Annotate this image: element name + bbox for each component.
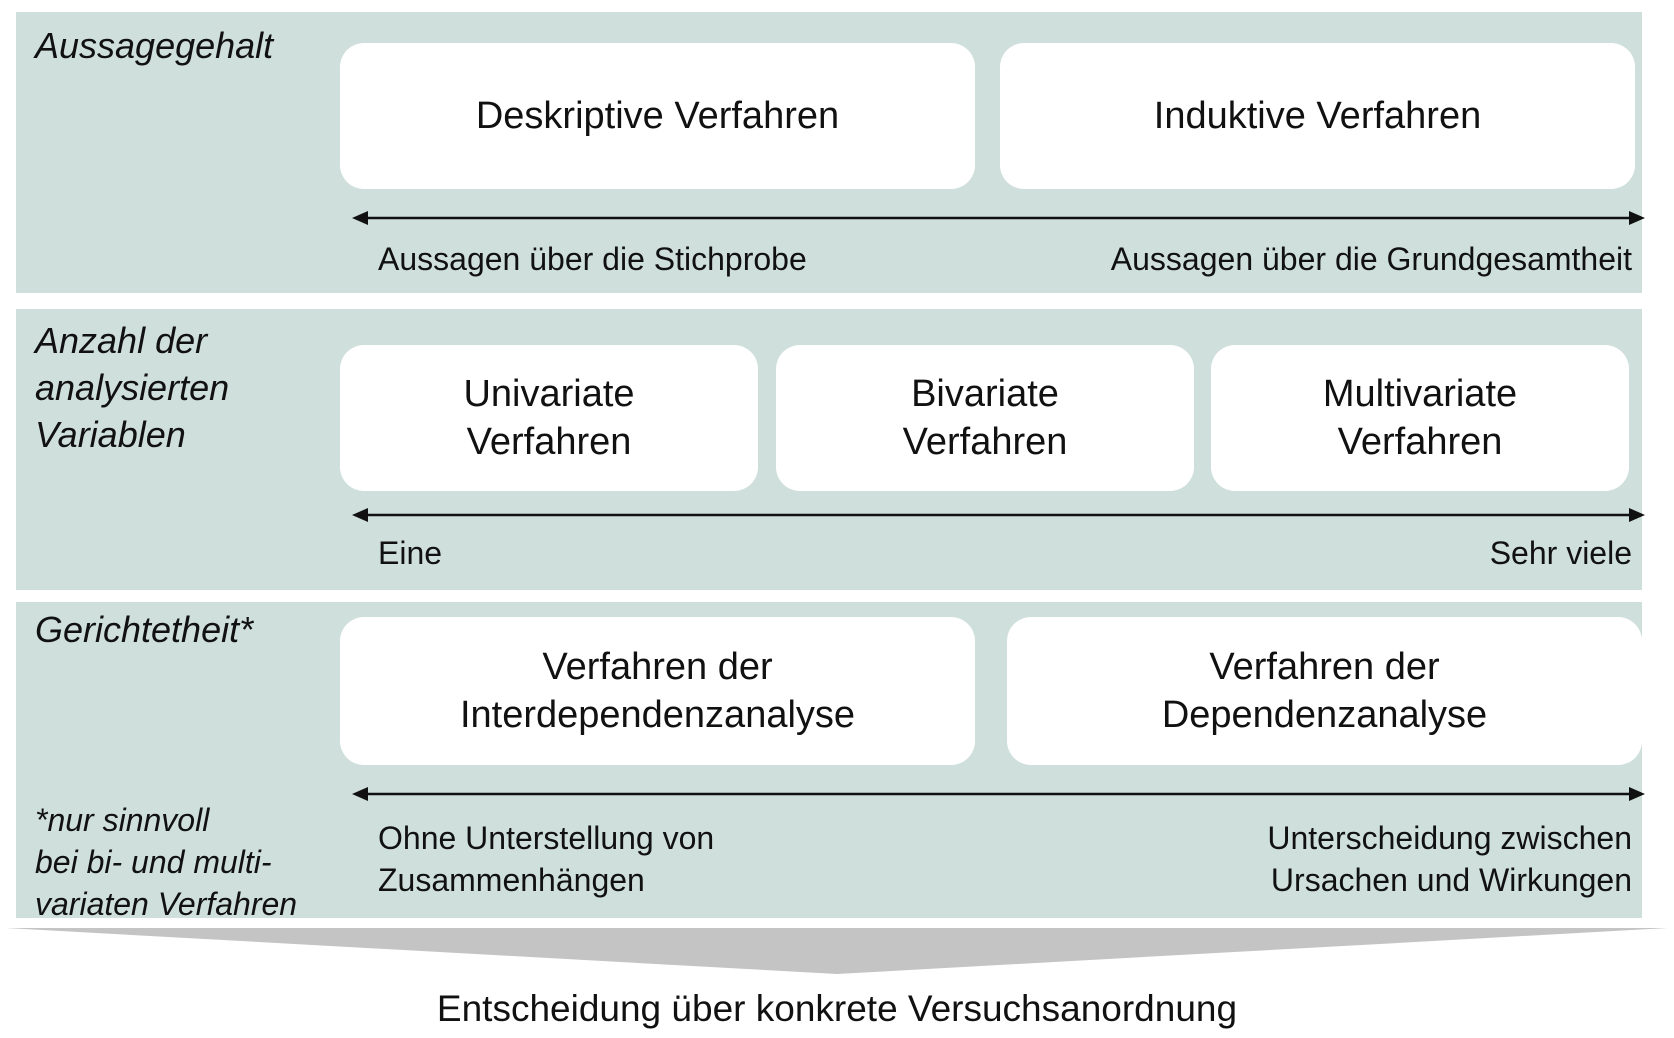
scale-label-right: Sehr viele [1489,535,1632,571]
band-title: Anzahl der analysierten Variablen [35,320,230,455]
scale-label-left: Aussagen über die Stichprobe [378,241,807,277]
box-deskriptive-verfahren: Deskriptive Verfahren [340,43,975,189]
scale-label-right: Aussagen über die Grundgesamtheit [1110,241,1632,277]
double-arrow [352,505,1645,525]
double-arrow [352,208,1645,228]
scale-label-left: Eine [378,535,443,571]
double-arrow [352,784,1645,804]
band-title: Gerichtetheit* [35,609,254,650]
box-dependenzanalyse: Verfahren der Dependenzanalyse [1007,617,1642,765]
scale-label-left: Ohne Unterstellung von Zusammenhängen [378,820,715,898]
footnote: *nur sinnvoll bei bi- und multi- variate… [35,802,298,922]
band-title: Aussagegehalt [35,25,274,66]
box-univariate-verfahren: Univariate Verfahren [340,345,758,491]
box-interdependenzanalyse: Verfahren der Interdependenzanalyse [340,617,975,765]
box-multivariate-verfahren: Multivariate Verfahren [1211,345,1629,491]
conclusion-text: Entscheidung über konkrete Versuchsanord… [436,988,1238,1029]
band-aussagegehalt: Aussagegehalt Deskriptive Verfahren Indu… [16,12,1645,293]
scale-label-right: Unterscheidung zwischen Ursachen und Wir… [1267,820,1632,898]
band-gerichtetheit: Gerichtetheit* *nur sinnvoll bei bi- und… [16,602,1645,922]
down-chevron-shape [6,928,1668,974]
box-bivariate-verfahren: Bivariate Verfahren [776,345,1194,491]
box-induktive-verfahren: Induktive Verfahren [1000,43,1635,189]
band-anzahl-variablen: Anzahl der analysierten Variablen Univar… [16,309,1645,590]
